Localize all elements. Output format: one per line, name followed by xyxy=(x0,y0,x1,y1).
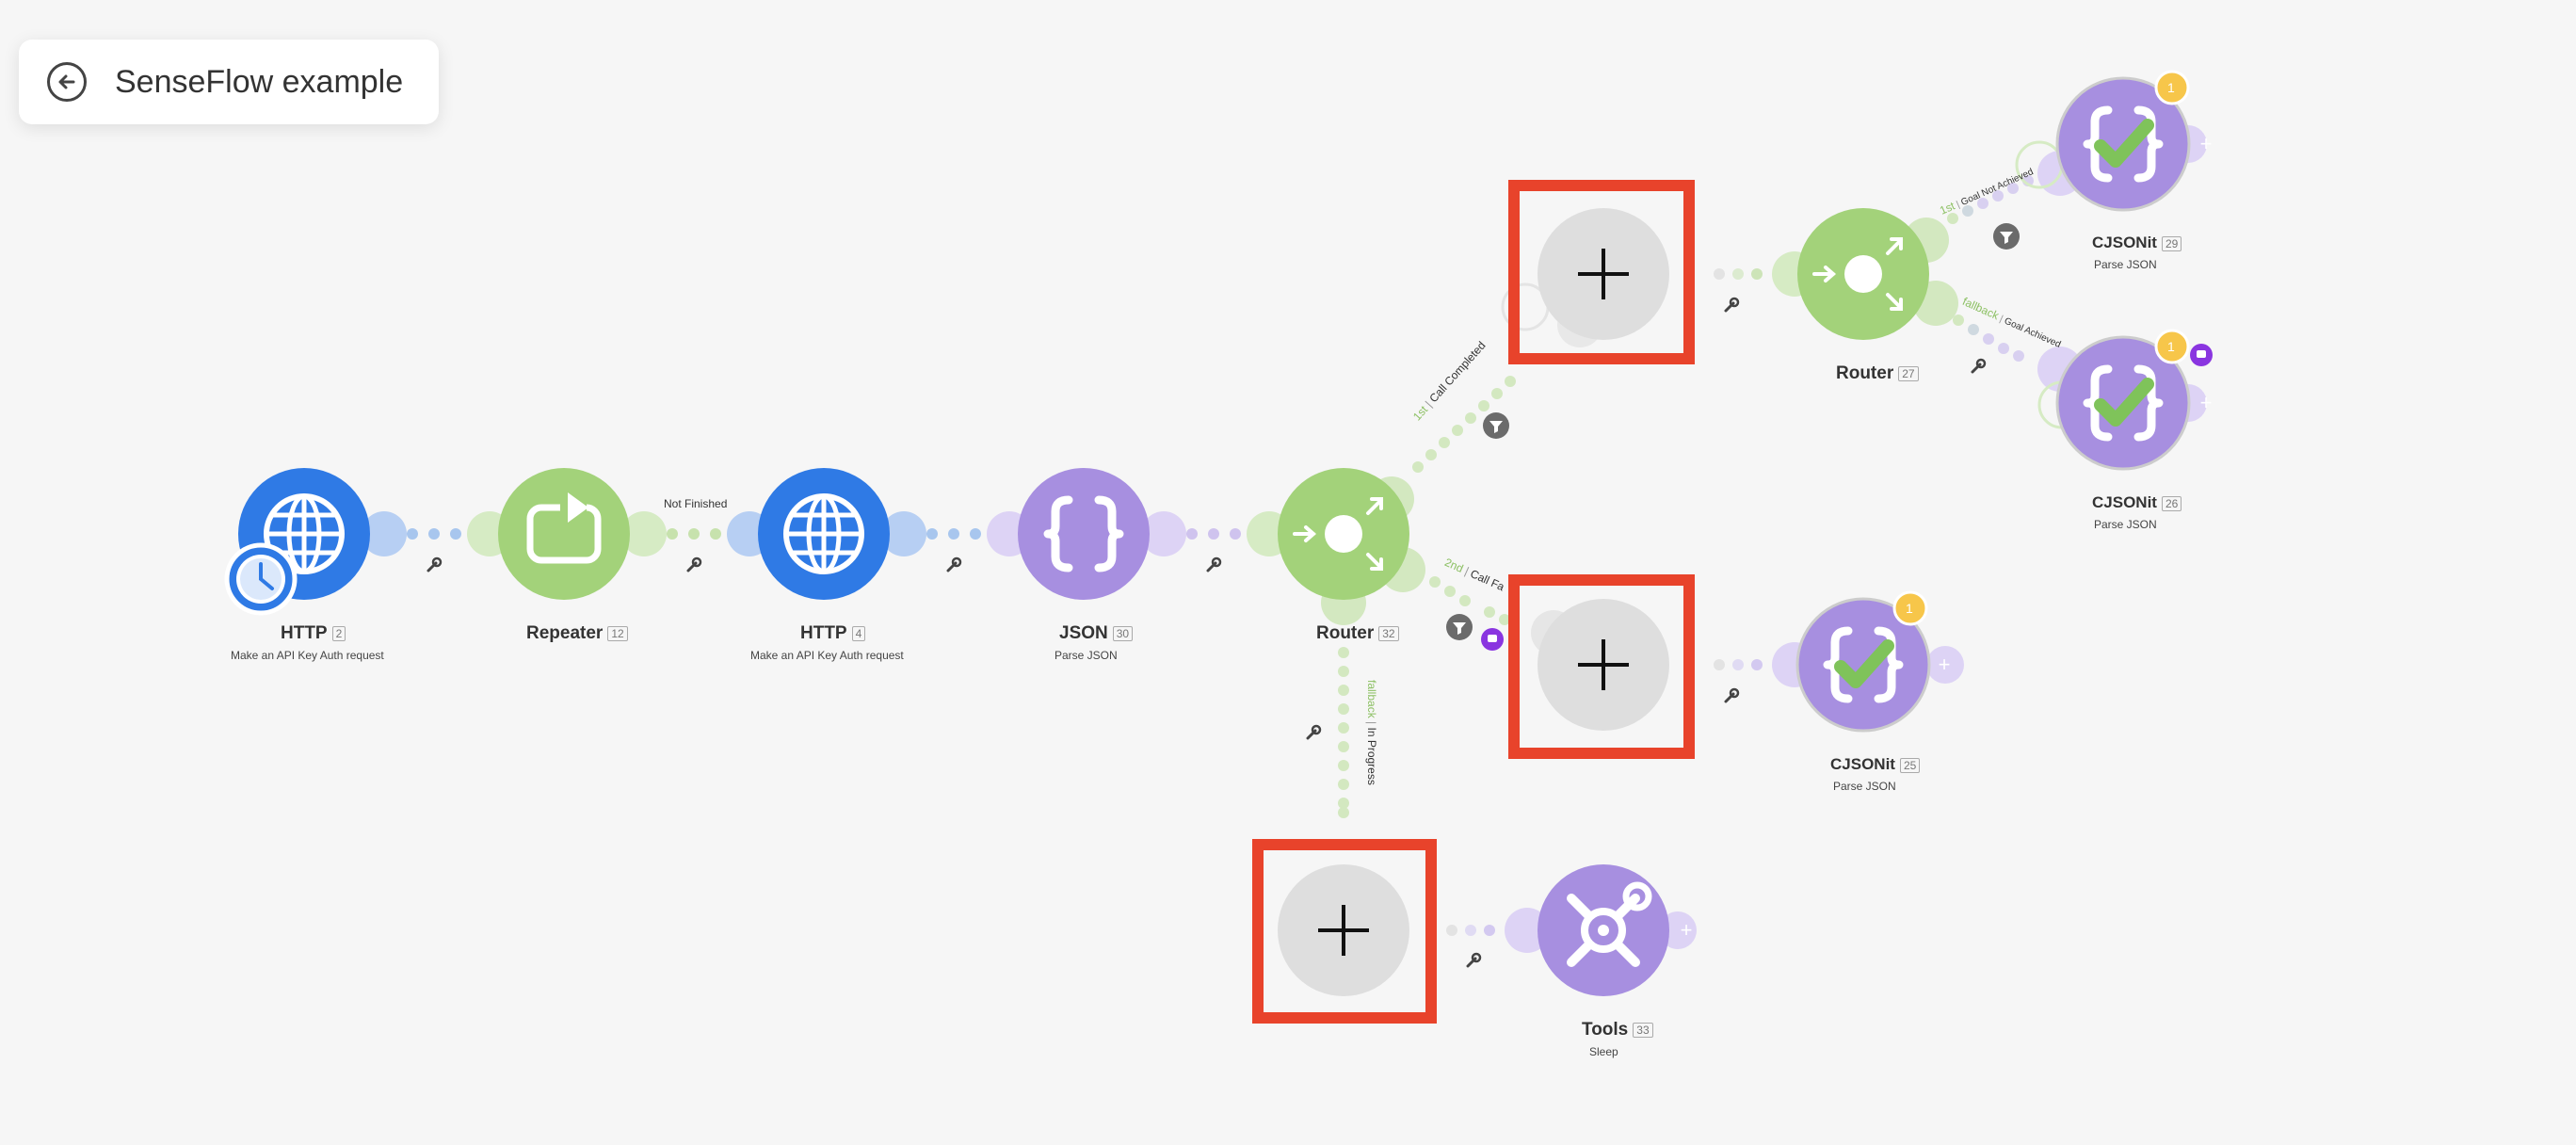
arrow-left-icon xyxy=(58,74,75,89)
svg-text:+: + xyxy=(2200,132,2213,155)
highlight-empty-module-upper xyxy=(1508,180,1695,364)
svg-text:+: + xyxy=(2200,391,2213,414)
empty-module-add-lower[interactable] xyxy=(1278,864,1409,996)
operation-count-badge xyxy=(2154,70,2190,105)
highlight-empty-module-lower xyxy=(1252,839,1437,1024)
tools-module-33[interactable] xyxy=(1538,864,1669,996)
highlight-empty-module-middle xyxy=(1508,574,1695,759)
route-label-in-progress: fallback | In Progress xyxy=(1365,680,1378,785)
operation-count-26: 1 xyxy=(2167,339,2175,354)
module-subtitle-json-26: Parse JSON xyxy=(2094,518,2157,531)
scenario-title: SenseFlow example xyxy=(115,64,404,100)
svg-text:+: + xyxy=(1939,653,1951,676)
repeater-module-12[interactable] xyxy=(498,468,630,600)
wrench-icons[interactable] xyxy=(427,297,1987,968)
module-subtitle-tools-33: Sleep xyxy=(1589,1045,1618,1058)
module-subtitle-json-30: Parse JSON xyxy=(1055,649,1118,662)
clock-icon xyxy=(224,542,298,616)
empty-module-add-upper[interactable] xyxy=(1538,208,1669,340)
router-module-32[interactable] xyxy=(1278,468,1409,600)
module-subtitle-http-2: Make an API Key Auth request xyxy=(231,649,384,662)
globe-icon xyxy=(786,496,861,572)
json-module-30[interactable] xyxy=(1018,468,1150,600)
operation-count-25: 1 xyxy=(1906,601,1913,616)
comment-icon[interactable] xyxy=(1481,628,1504,651)
module-subtitle-http-4: Make an API Key Auth request xyxy=(750,649,904,662)
repeat-icon xyxy=(526,492,602,564)
svg-text:+: + xyxy=(1681,918,1693,942)
module-subtitle-json-29: Parse JSON xyxy=(2094,258,2157,271)
back-button[interactable] xyxy=(47,62,87,102)
operation-count-badge xyxy=(1892,590,1928,626)
operation-count-badge xyxy=(2154,329,2190,364)
router-module-27[interactable] xyxy=(1797,208,1929,340)
json-module-25[interactable] xyxy=(1795,590,1931,733)
empty-module-add-middle[interactable] xyxy=(1538,599,1669,731)
scenario-title-card xyxy=(19,40,439,124)
json-module-26[interactable] xyxy=(2055,329,2191,471)
add-module-stubs[interactable]: + + + + xyxy=(1681,132,2213,942)
operation-count-29: 1 xyxy=(2167,80,2175,95)
http-module-4[interactable] xyxy=(758,468,890,600)
tools-icon xyxy=(1567,881,1652,967)
http-module-2[interactable] xyxy=(224,468,370,616)
comment-icon[interactable] xyxy=(2190,344,2213,366)
route-label-not-finished: Not Finished xyxy=(664,497,728,510)
json-module-29[interactable] xyxy=(2055,70,2191,212)
module-subtitle-json-25: Parse JSON xyxy=(1833,780,1896,793)
